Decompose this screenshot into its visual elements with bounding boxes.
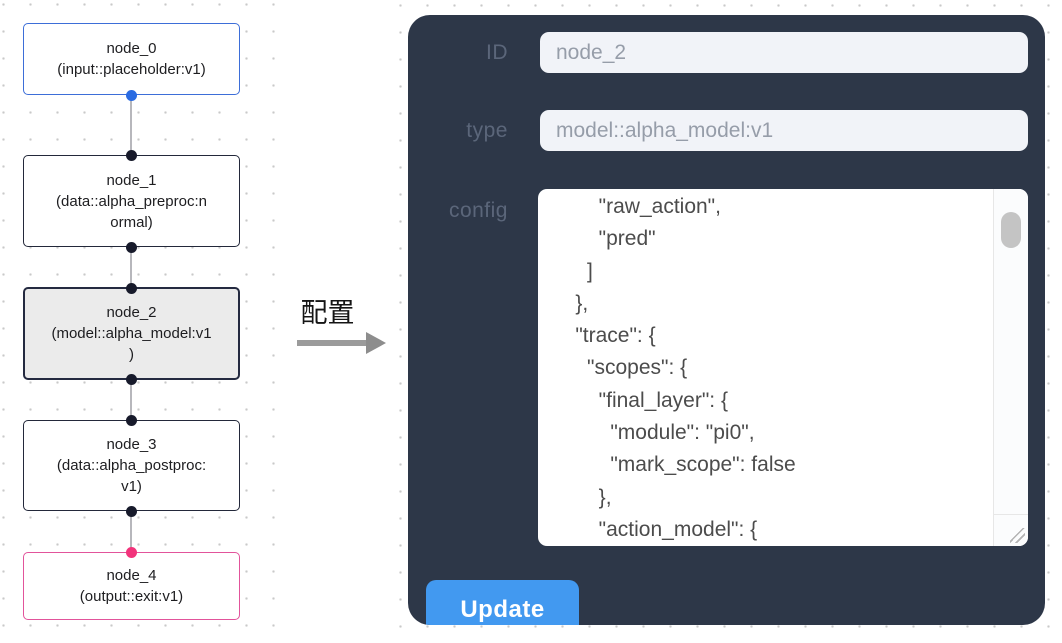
flow-canvas: node_0(input::placeholder:v1)node_1(data…	[0, 0, 354, 643]
node-subtitle: (model::alpha_model:v1 )	[51, 325, 212, 363]
scrollbar-corner	[994, 514, 1028, 546]
config-arrow-label: 配置	[300, 298, 355, 328]
flow-edge	[130, 95, 132, 155]
flow-edge	[130, 511, 132, 552]
resize-grip-icon[interactable]	[1010, 528, 1025, 543]
node-title: node_2	[106, 304, 157, 321]
scrollbar-thumb[interactable]	[1001, 212, 1021, 248]
id-field-label: ID	[486, 41, 508, 64]
flow-node-node_0[interactable]: node_0(input::placeholder:v1)	[23, 23, 240, 101]
output-port[interactable]	[126, 505, 137, 517]
node-config-panel: ID type config "raw_action", "pred" ] },…	[408, 15, 1045, 625]
config-field-label: config	[448, 199, 508, 222]
flow-node-node_2[interactable]: node_2(model::alpha_model:v1 )	[23, 282, 240, 385]
input-port[interactable]	[126, 149, 137, 161]
scrollbar-track[interactable]	[993, 189, 1028, 546]
node-subtitle: (input::placeholder:v1)	[57, 61, 206, 78]
output-port[interactable]	[126, 373, 137, 385]
config-json-text[interactable]: "raw_action", "pred" ] }, "trace": { "sc…	[575, 195, 796, 541]
flow-edge	[130, 247, 132, 287]
flow-node-node_4[interactable]: node_4(output::exit:v1)	[23, 546, 240, 620]
node-title: node_3	[106, 436, 157, 453]
flow-node-node_3[interactable]: node_3(data::alpha_postproc: v1)	[23, 414, 240, 517]
node-title: node_1	[106, 171, 157, 189]
input-port[interactable]	[126, 282, 137, 294]
output-port[interactable]	[126, 241, 137, 253]
right-arrow-head-icon	[366, 332, 386, 354]
flow-edge	[130, 380, 132, 420]
type-field-label: type	[466, 119, 508, 142]
node-subtitle: (data::alpha_postproc: v1)	[56, 457, 207, 495]
update-button[interactable]: Update	[426, 580, 579, 625]
id-input[interactable]	[540, 32, 1028, 73]
type-input[interactable]	[540, 110, 1028, 151]
output-port[interactable]	[126, 89, 137, 101]
node-title: node_4	[106, 567, 157, 584]
input-port[interactable]	[126, 414, 137, 426]
node-subtitle: (output::exit:v1)	[79, 588, 184, 605]
node-subtitle: (data::alpha_preproc:n ormal)	[56, 192, 207, 231]
right-arrow-icon	[297, 340, 368, 346]
flow-node-node_1[interactable]: node_1(data::alpha_preproc:n ormal)	[23, 149, 240, 253]
node-title: node_0	[106, 40, 157, 57]
input-port[interactable]	[126, 546, 137, 558]
config-textarea[interactable]: "raw_action", "pred" ] }, "trace": { "sc…	[538, 189, 1028, 546]
